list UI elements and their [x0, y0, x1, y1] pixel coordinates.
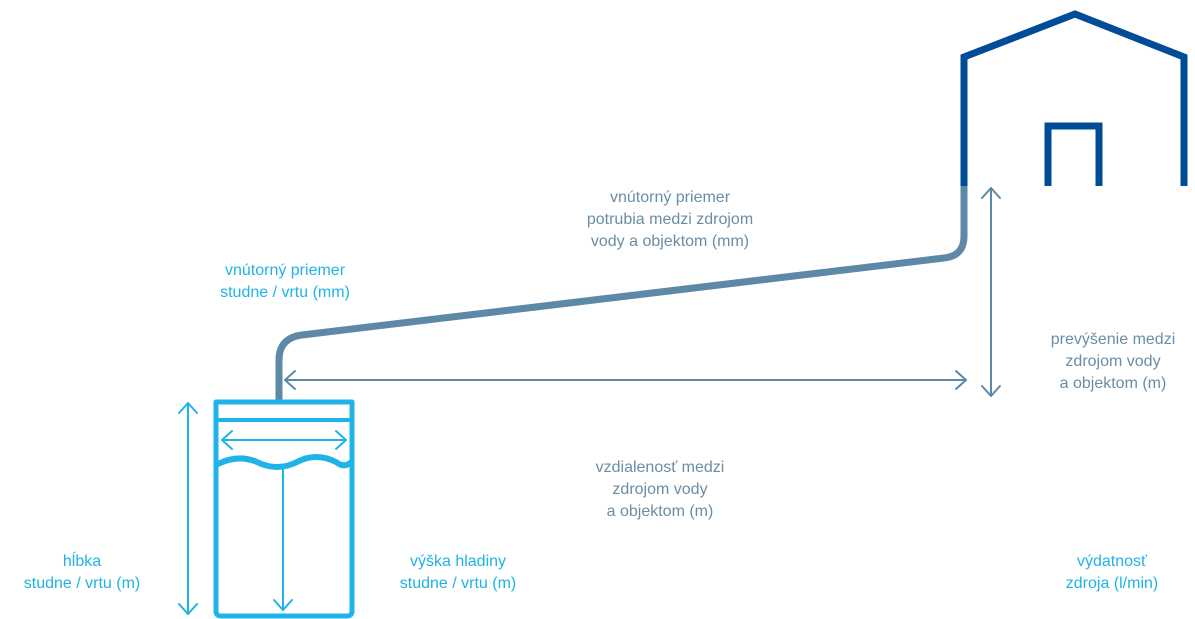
well-body [213, 399, 355, 619]
well-depth-arrow [178, 402, 198, 615]
house-icon [960, 10, 1188, 186]
well-icon [213, 399, 355, 619]
well-depth-label: hĺbka studne / vrtu (m) [23, 553, 141, 592]
well-diameter-arrow [221, 430, 347, 450]
source-yield-label: výdatnosť zdroja (l/min) [1065, 553, 1159, 592]
well-diameter-label: vnútorný priemer studne / vrtu (mm) [220, 262, 350, 301]
elevation-arrow [981, 187, 1001, 397]
water-surface [215, 454, 353, 470]
distance-label: vzdialenosť medzi zdrojom vody a objekto… [595, 459, 725, 520]
pipe-diameter-label: vnútorný priemer potrubia medzi zdrojom … [586, 189, 754, 250]
distance-arrow [284, 370, 967, 390]
elevation-label: prevýšenie medzi zdrojom vody a objektom… [1050, 331, 1176, 392]
water-level-label: výška hladiny studne / vrtu (m) [399, 553, 517, 592]
pipe-line [275, 186, 968, 402]
water-level-arrow [273, 465, 293, 611]
house-door [1044, 122, 1103, 186]
house-outline [960, 10, 1188, 186]
